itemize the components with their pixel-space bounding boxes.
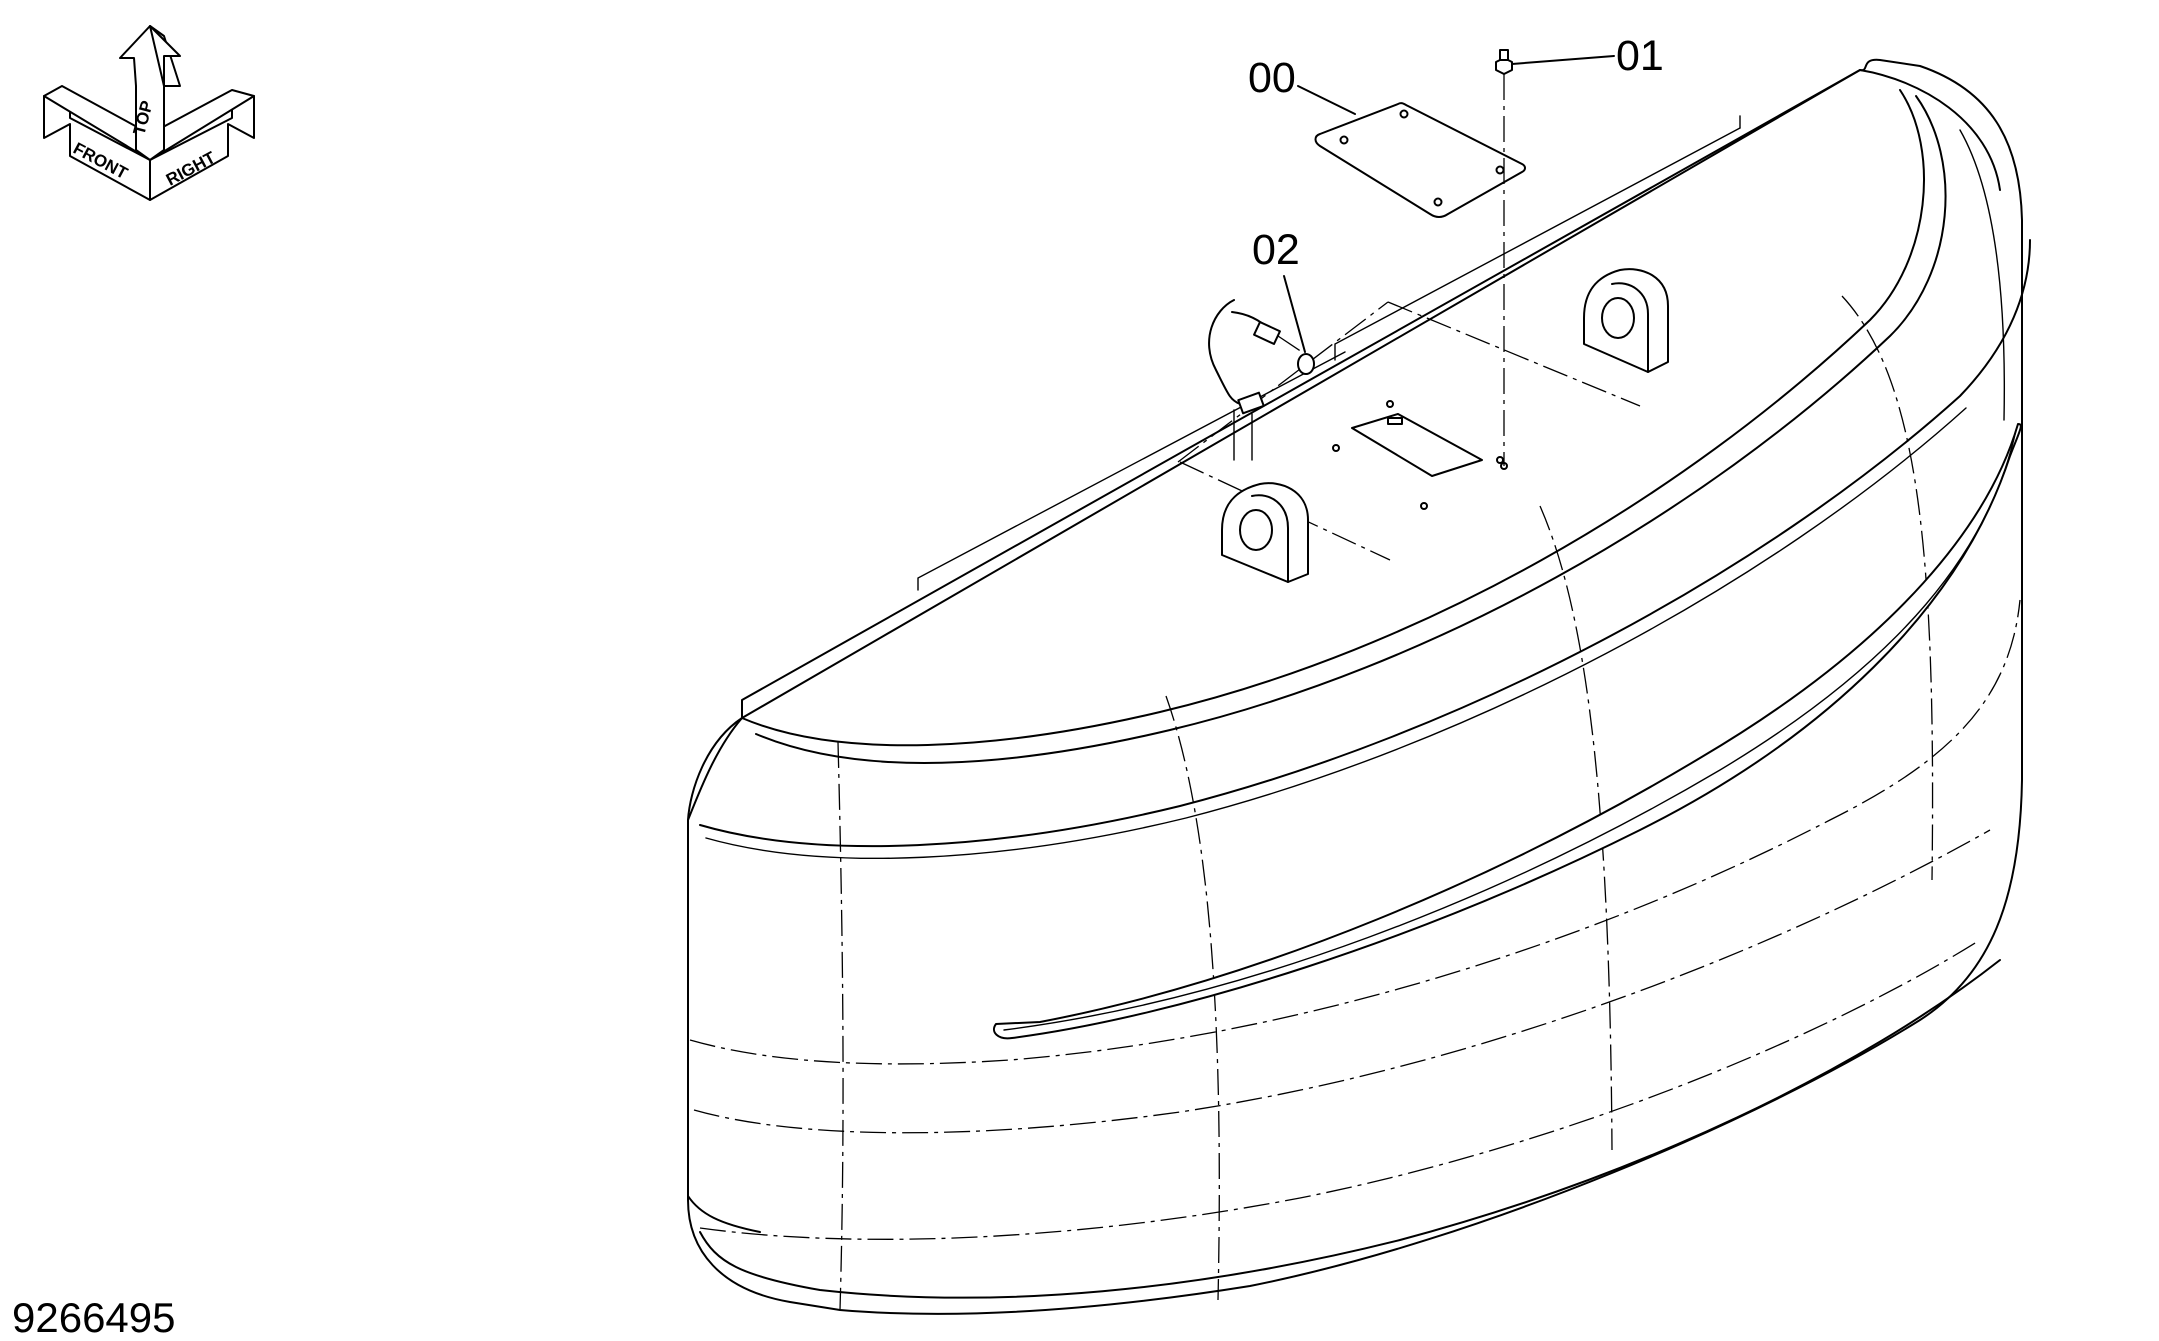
counterweight-body	[687, 58, 2031, 1315]
orientation-indicator-icon: FRONT RIGHT TOP	[43, 25, 255, 201]
part-01-bolt	[1495, 49, 1513, 470]
callout-leaders	[1283, 55, 1615, 353]
callout-02-label: 02	[1252, 226, 1300, 274]
part-02-harness-plug	[1208, 299, 1315, 461]
drawing-id-label: 9266495	[12, 1294, 176, 1341]
styling-crease	[993, 423, 2022, 1040]
callout-00-label: 00	[1248, 54, 1296, 102]
lifting-lug-left	[1221, 482, 1309, 583]
lifting-lug-right	[1583, 268, 1669, 373]
deck-access-opening	[1332, 400, 1504, 510]
part-00-cover-plate	[1314, 102, 1526, 218]
callout-01-label: 01	[1616, 32, 1664, 80]
counterweight-outline	[687, 58, 2023, 1315]
